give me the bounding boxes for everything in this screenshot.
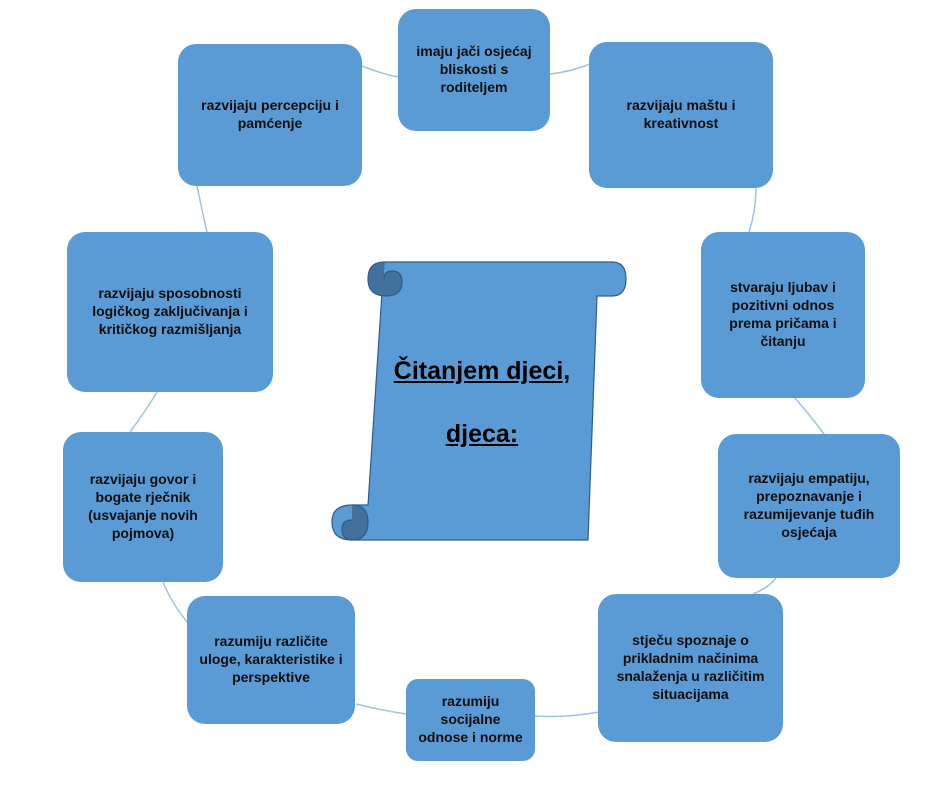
node-bliskost: imaju jači osjećaj bliskosti s roditelje…	[398, 9, 550, 131]
node-uloge: razumiju različite uloge, karakteristike…	[187, 596, 355, 724]
connector-spoznaje-socijalne	[534, 711, 601, 718]
node-spoznaje-text: stječu spoznaje o prikladnim načinima sn…	[616, 632, 765, 702]
node-govor: razvijaju govor i bogate rječnik (usvaja…	[63, 432, 223, 582]
node-bliskost-text: imaju jači osjećaj bliskosti s roditelje…	[416, 43, 532, 95]
connector-socijalne-uloge	[355, 703, 407, 715]
node-uloge-text: razumiju različite uloge, karakteristike…	[199, 633, 343, 685]
center-title-line1: Čitanjem djeci,	[393, 357, 571, 385]
node-logicko: razvijaju sposobnosti logičkog zaključiv…	[67, 232, 273, 392]
node-empatiju: razvijaju empatiju, prepoznavanje i razu…	[718, 434, 900, 578]
node-empatiju-text: razvijaju empatiju, prepoznavanje i razu…	[743, 470, 875, 540]
node-logicko-text: razvijaju sposobnosti logičkog zaključiv…	[92, 285, 248, 337]
connector-ljubav-empatiju	[793, 396, 825, 435]
connector-mastu-ljubav	[748, 187, 757, 233]
connector-logicko-percepciju	[196, 185, 208, 233]
node-ljubav-text: stvaraju ljubav i pozitivni odnos prema …	[729, 279, 837, 349]
node-socijalne: razumiju socijalne odnose i norme	[406, 679, 535, 761]
connector-percepciju-bliskost	[361, 65, 399, 78]
node-percepciju: razvijaju percepciju i pamćenje	[178, 44, 362, 186]
node-mastu-text: razvijaju maštu i kreativnost	[626, 97, 736, 131]
connector-govor-logicko	[129, 391, 158, 433]
node-mastu: razvijaju maštu i kreativnost	[589, 42, 773, 188]
node-spoznaje: stječu spoznaje o prikladnim načinima sn…	[598, 594, 783, 742]
node-ljubav: stvaraju ljubav i pozitivni odnos prema …	[701, 232, 865, 398]
node-govor-text: razvijaju govor i bogate rječnik (usvaja…	[88, 471, 198, 541]
center-title-line2: djeca:	[445, 420, 519, 448]
node-percepciju-text: razvijaju percepciju i pamćenje	[201, 97, 339, 131]
node-socijalne-text: razumiju socijalne odnose i norme	[418, 693, 523, 745]
connector-empatiju-spoznaje	[752, 577, 777, 595]
connector-bliskost-mastu	[549, 63, 591, 75]
connector-uloge-govor	[162, 581, 189, 624]
